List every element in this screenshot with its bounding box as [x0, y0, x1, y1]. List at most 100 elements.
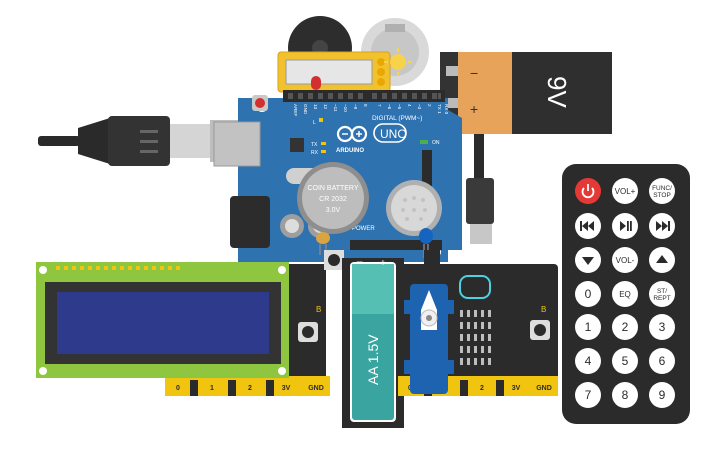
microbit-led [460, 346, 463, 353]
microbit-led [488, 322, 491, 329]
pushbutton[interactable] [324, 250, 344, 270]
remote-button-vol[interactable]: VOL+ [612, 178, 638, 204]
up-button[interactable] [649, 247, 675, 273]
battery-9v-plus: + [470, 101, 478, 117]
battery-9v-label: 9V [542, 76, 572, 108]
down-icon [582, 257, 594, 265]
remote-button-label: REPT [653, 295, 670, 302]
skip-back-button[interactable] [575, 213, 601, 239]
skip-forward-button[interactable] [649, 213, 675, 239]
microbit-led [481, 310, 484, 317]
microbit-led [467, 310, 470, 317]
servo-motor[interactable] [404, 250, 454, 394]
microbit-led [467, 322, 470, 329]
gas-sensor[interactable] [386, 180, 442, 236]
play-pause-icon [620, 221, 632, 231]
led-l-label: L [313, 120, 316, 126]
arduino-pin-label: RX 0 [444, 104, 449, 115]
remote-button-6[interactable]: 6 [649, 348, 675, 374]
arduino-pin-label: 13 [313, 104, 318, 110]
light-bulb-icon [384, 48, 412, 76]
on-label: ON [432, 140, 440, 146]
arduino-pin-label: ~6 [387, 104, 392, 110]
remote-button-1[interactable]: 1 [575, 314, 601, 340]
microbit-led [474, 358, 477, 365]
tx-label: TX [311, 142, 318, 148]
microbit-led [481, 334, 484, 341]
remote-button-label: VOL+ [615, 187, 636, 196]
remote-button-7[interactable]: 7 [575, 382, 601, 408]
remote-button-label: 3 [659, 320, 666, 334]
arduino-pin-label: TX 1 [437, 104, 442, 114]
digital-label: DIGITAL (PWM~) [372, 115, 422, 122]
microbit-led [488, 310, 491, 317]
microbit-led [467, 346, 470, 353]
remote-button-strept[interactable]: ST/REPT [649, 281, 675, 307]
microbit-pin-label: 3V [282, 385, 291, 392]
coin-battery[interactable]: COIN BATTERY CR 2032 3.0V [297, 162, 369, 234]
power-label: POWER [352, 226, 375, 232]
remote-button-label: 1 [585, 320, 592, 334]
remote-button-2[interactable]: 2 [612, 314, 638, 340]
remote-button-label: 8 [622, 388, 629, 402]
remote-button-eq[interactable]: EQ [612, 281, 638, 307]
remote-button-vol[interactable]: VOL- [612, 247, 638, 273]
remote-button-4[interactable]: 4 [575, 348, 601, 374]
microbit-pin-label: 0 [176, 385, 180, 392]
battery-9v-cable [466, 134, 494, 244]
microbit-pin-label: GND [536, 385, 552, 392]
microbit-pin-label: 2 [248, 385, 252, 392]
rx-label: RX [311, 150, 319, 156]
remote-button-label: VOL- [616, 256, 635, 265]
microbit-led [474, 310, 477, 317]
microbit-led [481, 358, 484, 365]
arduino-pin-label: GND [303, 104, 308, 115]
battery-9v[interactable]: − + 9V [440, 52, 612, 142]
arduino-pin-label: 12 [323, 104, 328, 110]
remote-button-label: ST/ [657, 288, 667, 295]
slide-switch-module[interactable] [277, 51, 391, 93]
power-button[interactable] [575, 178, 601, 204]
coin-battery-line3: 3.0V [326, 207, 341, 214]
arduino-pin-label: 7 [377, 104, 382, 107]
remote-button-funcstop[interactable]: FUNC/STOP [649, 178, 675, 204]
remote-button-5[interactable]: 5 [612, 348, 638, 374]
microbit-led [488, 334, 491, 341]
arduino-pin-label: ~3 [417, 104, 422, 110]
remote-button-label: 6 [659, 354, 666, 368]
usb-cable[interactable] [38, 116, 240, 166]
skip-back-icon [580, 221, 594, 231]
microbit-right-button-label: B [541, 305, 546, 314]
battery-aa[interactable]: − + AA 1.5V [342, 255, 404, 428]
microbit-led [488, 358, 491, 365]
play-pause-button[interactable] [612, 213, 638, 239]
microbit-pin-label: GND [308, 385, 324, 392]
remote-button-3[interactable]: 3 [649, 314, 675, 340]
battery-9v-minus: − [470, 65, 478, 81]
remote-button-label: 7 [585, 388, 592, 402]
remote-button-label: 2 [622, 320, 629, 334]
down-button[interactable] [575, 247, 601, 273]
microbit-pin-label: 2 [480, 385, 484, 392]
arduino-logo-text: ARDUINO [336, 148, 364, 154]
arduino-pin-label: 8 [363, 104, 368, 107]
remote-button-0[interactable]: 0 [575, 281, 601, 307]
remote-button-label: 9 [659, 388, 666, 402]
arduino-pin-label: AREF [293, 104, 298, 116]
remote-button-9[interactable]: 9 [649, 382, 675, 408]
battery-aa-minus: − [356, 255, 363, 269]
battery-aa-plus: + [380, 258, 386, 269]
microbit-led [460, 322, 463, 329]
microbit-led [474, 346, 477, 353]
remote-button-8[interactable]: 8 [612, 382, 638, 408]
microbit-led [474, 334, 477, 341]
arduino-pin-label: 4 [407, 104, 412, 107]
remote-button-label: 0 [585, 287, 592, 301]
coin-battery-line2: CR 2032 [319, 196, 347, 203]
microbit-led [460, 310, 463, 317]
microbit-pin-label: 3V [512, 385, 521, 392]
lcd-display[interactable] [36, 262, 289, 378]
up-icon [656, 255, 668, 263]
